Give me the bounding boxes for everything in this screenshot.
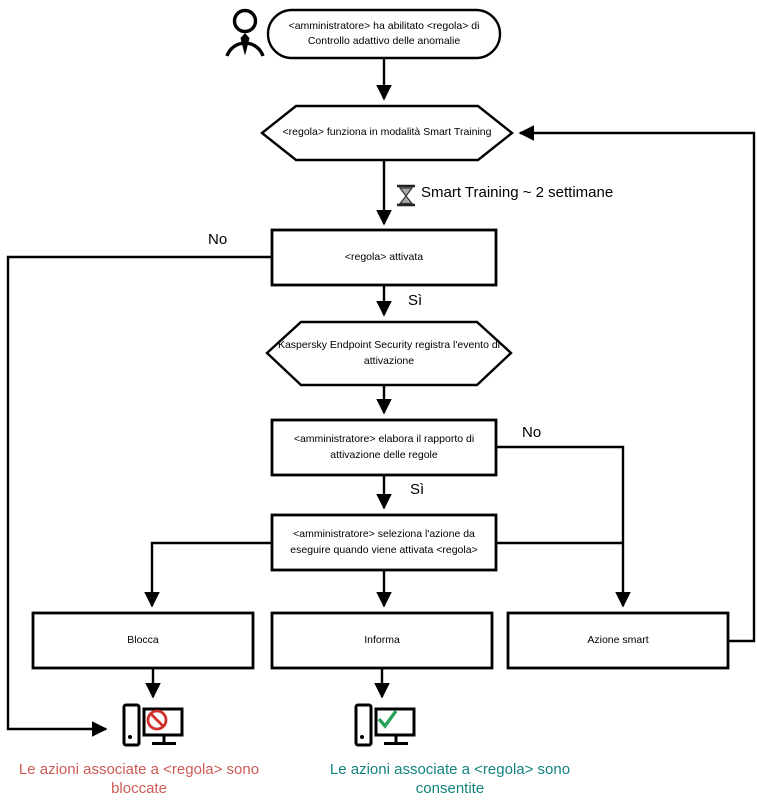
connector-no-left (6, 255, 272, 737)
logs-event-hexagon (265, 320, 513, 387)
hourglass-icon (397, 184, 415, 207)
person-icon (225, 8, 265, 57)
connector-smart-feedback (518, 125, 756, 643)
tower-led (360, 735, 364, 739)
prohibition-icon (146, 709, 168, 731)
processes-report-box (270, 418, 498, 477)
selects-action-box (270, 513, 498, 572)
inform-box (270, 611, 494, 670)
checkmark-icon (377, 709, 398, 729)
smart-action-box (506, 611, 730, 670)
smart-training-hexagon (260, 104, 514, 162)
block-box (31, 611, 255, 670)
rule-triggered-box (270, 228, 498, 287)
monitor-stand (384, 735, 408, 745)
connectors (6, 58, 756, 737)
connector-no-right (496, 445, 631, 608)
monitor-stand (152, 735, 176, 745)
start-node-shape (266, 8, 502, 60)
computer-blocked-icon (122, 703, 184, 747)
computer-allowed-icon (354, 703, 416, 747)
connector-select-to-block (144, 541, 272, 608)
tower-led (128, 735, 132, 739)
